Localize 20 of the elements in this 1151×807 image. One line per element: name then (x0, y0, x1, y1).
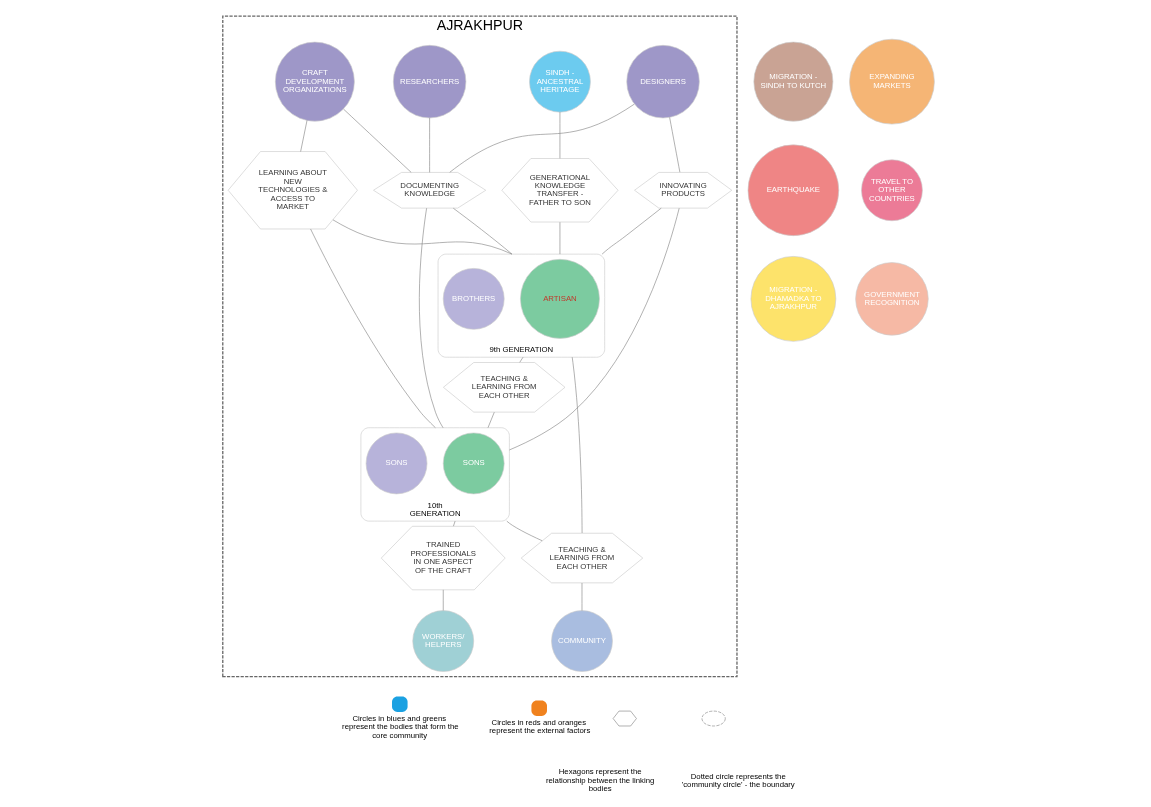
connector (518, 356, 523, 363)
connector (601, 207, 662, 255)
connector (559, 221, 560, 255)
connector (668, 117, 680, 173)
connector (448, 103, 635, 173)
connector (442, 589, 444, 611)
connector (332, 219, 512, 255)
connector (452, 520, 455, 527)
connector (299, 120, 307, 152)
connector (571, 356, 582, 534)
connector (508, 207, 679, 451)
connector (559, 111, 560, 159)
connector (309, 228, 436, 429)
connector (487, 411, 495, 429)
connector (581, 582, 582, 611)
connector (418, 207, 443, 429)
connector (452, 207, 512, 255)
connector (428, 117, 430, 173)
connector (342, 108, 411, 173)
connector (505, 520, 543, 542)
